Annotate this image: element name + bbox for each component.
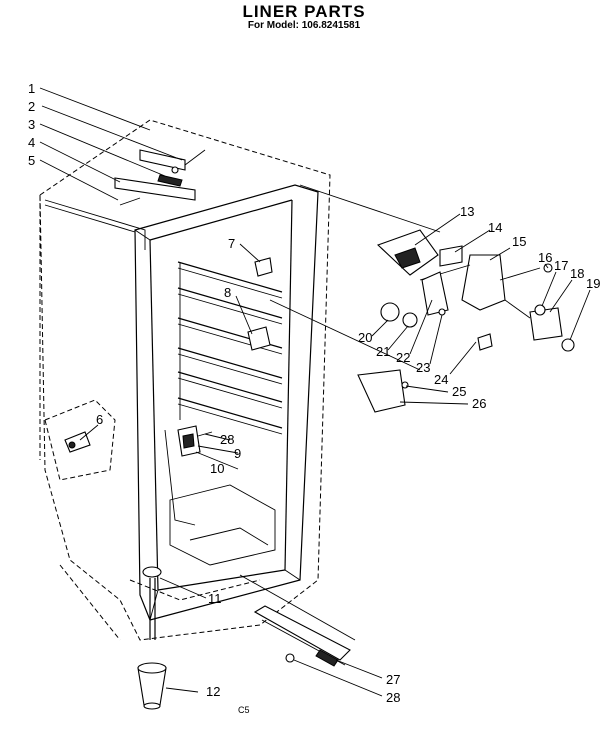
callout-16: 16 [538, 250, 552, 265]
callout-8: 8 [224, 285, 231, 300]
top-cover-assembly [114, 149, 206, 206]
callout-labels: 1 2 3 4 5 6 7 8 9 10 11 12 13 14 15 16 1… [28, 81, 600, 715]
callout-21: 21 [376, 344, 390, 359]
callout-26: 26 [472, 396, 486, 411]
callout-17: 17 [554, 258, 568, 273]
light-housing-assembly [269, 184, 575, 413]
callout-9: 9 [234, 446, 241, 461]
callout-3: 3 [28, 117, 35, 132]
shelf-rails [177, 261, 283, 435]
callout-5: 5 [28, 153, 35, 168]
callout-6: 6 [96, 412, 103, 427]
leveler-assembly [137, 566, 167, 710]
shelf-clips [247, 257, 273, 351]
callout-12: 12 [206, 684, 220, 699]
callout-1: 1 [28, 81, 35, 96]
callout-14: 14 [488, 220, 502, 235]
callout-28-lower: 28 [386, 690, 400, 705]
callout-19: 19 [586, 276, 600, 291]
callout-24: 24 [434, 372, 448, 387]
callout-15: 15 [512, 234, 526, 249]
liner-frame [44, 184, 319, 621]
callout-7: 7 [228, 236, 235, 251]
callout-23: 23 [416, 360, 430, 375]
callout-22: 22 [396, 350, 410, 365]
callout-20: 20 [358, 330, 372, 345]
callout-28-upper: 28 [220, 432, 234, 447]
parts-9-10-clips [177, 425, 213, 457]
callout-18: 18 [570, 266, 584, 281]
diagram-title: LINER PARTS [242, 2, 366, 21]
callout-27: 27 [386, 672, 400, 687]
drawing-code: C5 [238, 705, 250, 715]
lower-compartment [129, 429, 276, 601]
callout-11: 11 [208, 591, 222, 606]
callout-4: 4 [28, 135, 35, 150]
callout-25: 25 [452, 384, 466, 399]
kick-plate-bracket [239, 574, 356, 667]
diagram-subtitle: For Model: 106.8241581 [247, 20, 361, 31]
callout-2: 2 [28, 99, 35, 114]
callout-10: 10 [210, 461, 224, 476]
leader-lines [39, 87, 591, 697]
cabinet-outline [39, 119, 331, 641]
callout-13: 13 [460, 204, 474, 219]
